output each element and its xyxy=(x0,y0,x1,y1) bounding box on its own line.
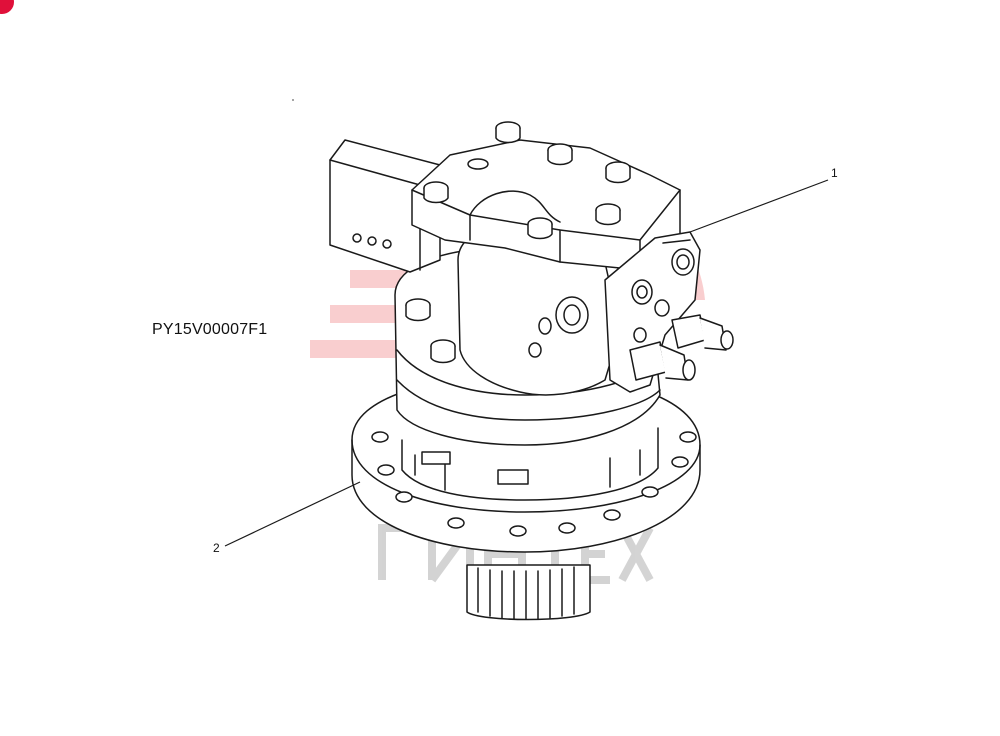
stray-dot xyxy=(292,99,294,101)
head-bolt xyxy=(423,181,449,204)
head-bolt xyxy=(527,217,553,240)
gear-housing xyxy=(401,427,659,501)
head-bolt xyxy=(495,121,521,144)
head-bolt xyxy=(467,158,489,170)
leader-line-1 xyxy=(689,179,829,233)
spline-shaft xyxy=(466,564,591,621)
side-box xyxy=(329,139,441,273)
callout-number-1: 1 xyxy=(831,166,838,180)
leader-line-2 xyxy=(224,481,361,547)
ring-bolt xyxy=(430,339,456,364)
ring-bolt xyxy=(405,298,431,322)
head-bolt xyxy=(547,143,573,166)
callout-number-2: 2 xyxy=(213,541,220,555)
swing-motor-drawing xyxy=(329,121,734,621)
port-block xyxy=(604,231,701,393)
part-code-label: PY15V00007F1 xyxy=(152,321,268,338)
head-bolt xyxy=(595,203,621,226)
hydraulic-fitting xyxy=(629,341,696,381)
hydraulic-fitting xyxy=(671,314,734,351)
valve-head xyxy=(411,121,681,276)
head-bolt xyxy=(605,161,631,184)
